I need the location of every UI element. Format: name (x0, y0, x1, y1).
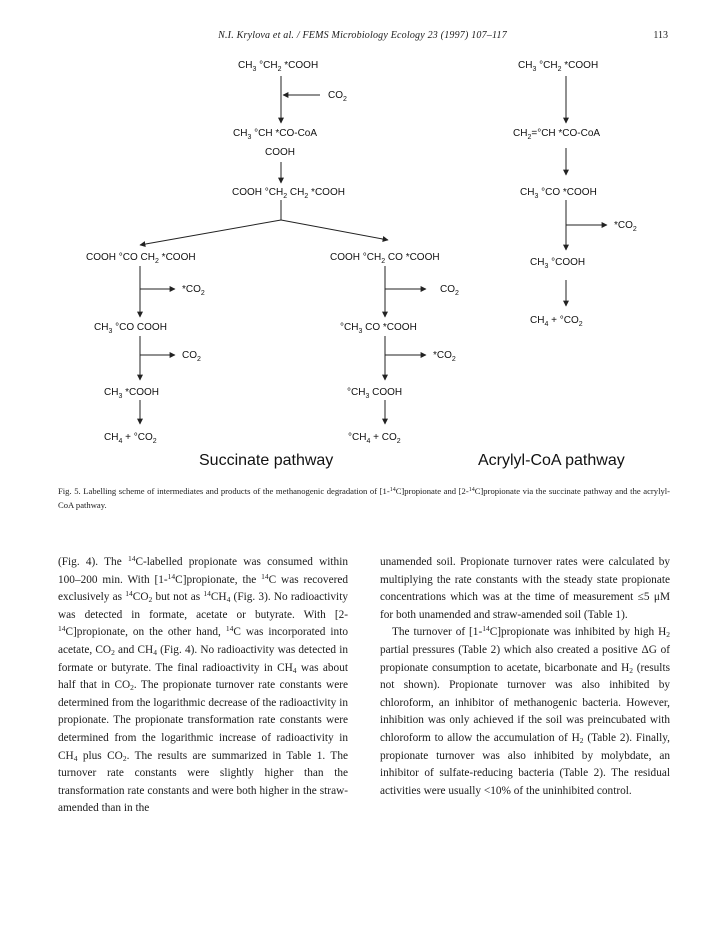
succ-propionate: CH3 °CH2 *COOH (238, 60, 319, 73)
body-right-column: unamended soil. Propionate turnover rate… (380, 554, 670, 800)
succ-succinate: COOH °CH2 CH2 *COOH (232, 187, 345, 200)
pathway-arrows (137, 76, 608, 425)
arrow-branch-right (280, 219, 389, 242)
succ-right-acetate: °CH3 COOH (347, 387, 403, 400)
arrow-branch-left (139, 219, 282, 248)
right-paragraph-2: The turnover of [1-14C]propionate was in… (380, 624, 671, 797)
succ-left-out2: CO2 (182, 350, 201, 363)
succ-right-out2: *CO2 (433, 350, 456, 363)
succ-left-acetate: CH3 *COOH (104, 387, 160, 400)
succ-co2-in: CO2 (328, 90, 347, 103)
acryl-products: CH4 + °CO2 (530, 315, 583, 328)
acryl-acetate: CH3 °COOH (530, 257, 586, 270)
succ-right-oxaloacetate: COOH °CH2 CO *COOH (330, 252, 440, 265)
acrylyl-pathway-title: Acrylyl-CoA pathway (478, 452, 625, 469)
succ-right-pyruvate: °CH3 CO *COOH (340, 322, 417, 335)
succ-left-products: CH4 + °CO2 (104, 432, 157, 445)
succ-left-pyruvate: CH3 °CO COOH (94, 322, 167, 335)
succ-left-oxaloacetate: COOH °CO CH2 *COOH (86, 252, 196, 265)
succ-methylmalonyl-coa: CH3 °CH *CO-CoA (233, 128, 318, 141)
right-paragraph-1: unamended soil. Propionate turnover rate… (380, 556, 670, 621)
succ-right-products: °CH4 + CO2 (348, 432, 401, 445)
page-number: 113 (653, 30, 668, 41)
succ-right-out1: CO2 (440, 284, 459, 297)
acryl-propionate: CH3 °CH2 *COOH (518, 60, 599, 73)
succinate-pathway-title: Succinate pathway (199, 452, 334, 469)
acryl-pyruvate: CH3 °CO *COOH (520, 187, 597, 200)
acryl-out: *CO2 (614, 220, 637, 233)
figure-caption: Fig. 5. Labelling scheme of intermediate… (58, 486, 671, 510)
succ-methylmalonyl-cooh: COOH (265, 147, 295, 158)
left-paragraph-1: (Fig. 4). The 14C-labelled propionate wa… (58, 554, 349, 815)
succ-left-out1: *CO2 (182, 284, 205, 297)
body-left-column: (Fig. 4). The 14C-labelled propionate wa… (58, 554, 348, 818)
acryl-acrylyl-coa: CH2=°CH *CO-CoA (513, 128, 601, 141)
journal-citation: N.I. Krylova et al. / FEMS Microbiology … (218, 30, 507, 41)
running-header: N.I. Krylova et al. / FEMS Microbiology … (0, 30, 725, 46)
